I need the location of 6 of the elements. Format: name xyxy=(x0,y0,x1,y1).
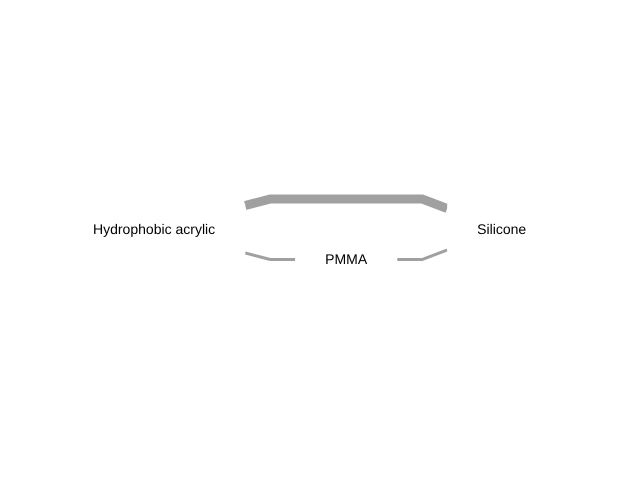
node-text: Silicone xyxy=(477,220,526,236)
node-text: PMMA xyxy=(325,250,368,266)
connector xyxy=(244,251,296,260)
connector xyxy=(244,194,449,212)
connector xyxy=(397,248,448,260)
node-text: Hydrophobic acrylic xyxy=(92,220,216,236)
